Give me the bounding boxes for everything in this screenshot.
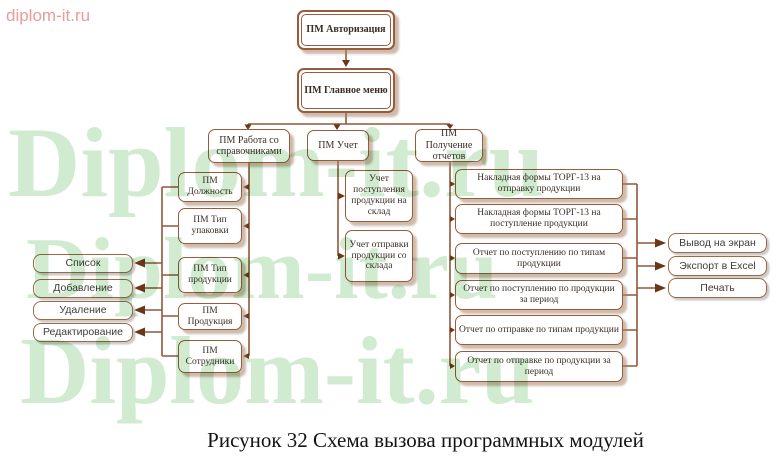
node-action-edit: Редактирование xyxy=(33,323,133,342)
node-action-list: Список xyxy=(33,254,133,273)
node-directory-employees: ПМ Сотрудники xyxy=(178,340,242,373)
node-directory-product: ПМ Продукция xyxy=(178,303,242,330)
node-directory-position: ПМ Должность xyxy=(178,172,242,202)
node-report-torg13-shipment: Накладная формы ТОРГ-13 на отправку прод… xyxy=(455,169,623,199)
node-accounting-incoming: Учет поступления продукции на склад xyxy=(345,170,413,222)
node-report-shipment-by-period: Отчет по отправке по продукции за период xyxy=(455,351,623,382)
node-directory-product-type: ПМ Тип продукции xyxy=(178,257,242,293)
node-reports-branch: ПМ Получение отчетов xyxy=(415,128,483,162)
site-logo: diplom-it.ru xyxy=(6,6,91,25)
node-directory-package-type: ПМ Тип упаковки xyxy=(178,208,242,244)
figure-caption: Рисунок 32 Схема вызова программных моду… xyxy=(207,428,644,452)
node-output-screen: Вывод на экран xyxy=(668,233,767,253)
node-report-receipt-by-period: Отчет по поступлению по продукции за пер… xyxy=(455,280,623,310)
node-report-shipment-by-type: Отчет по отправке по типам продукции xyxy=(455,315,623,345)
node-output-excel: Экспорт в Excel xyxy=(668,256,767,276)
node-report-torg13-receipt: Накладная формы ТОРГ-13 на поступление п… xyxy=(455,204,623,234)
node-output-print: Печать xyxy=(668,278,767,298)
node-auth-module: ПМ Авторизация xyxy=(297,10,395,50)
node-directories-branch: ПМ Работа со справочниками xyxy=(208,129,290,163)
node-action-delete: Удаление xyxy=(33,301,133,320)
node-main-menu-module: ПМ Главное меню xyxy=(297,68,395,113)
node-report-receipt-by-type: Отчет по поступлению по типам продукции xyxy=(455,243,623,274)
node-action-add: Добавление xyxy=(33,279,133,298)
node-accounting-outgoing: Учет отправки продукции со склада xyxy=(345,230,413,282)
node-accounting-branch: ПМ Учет xyxy=(307,130,369,161)
